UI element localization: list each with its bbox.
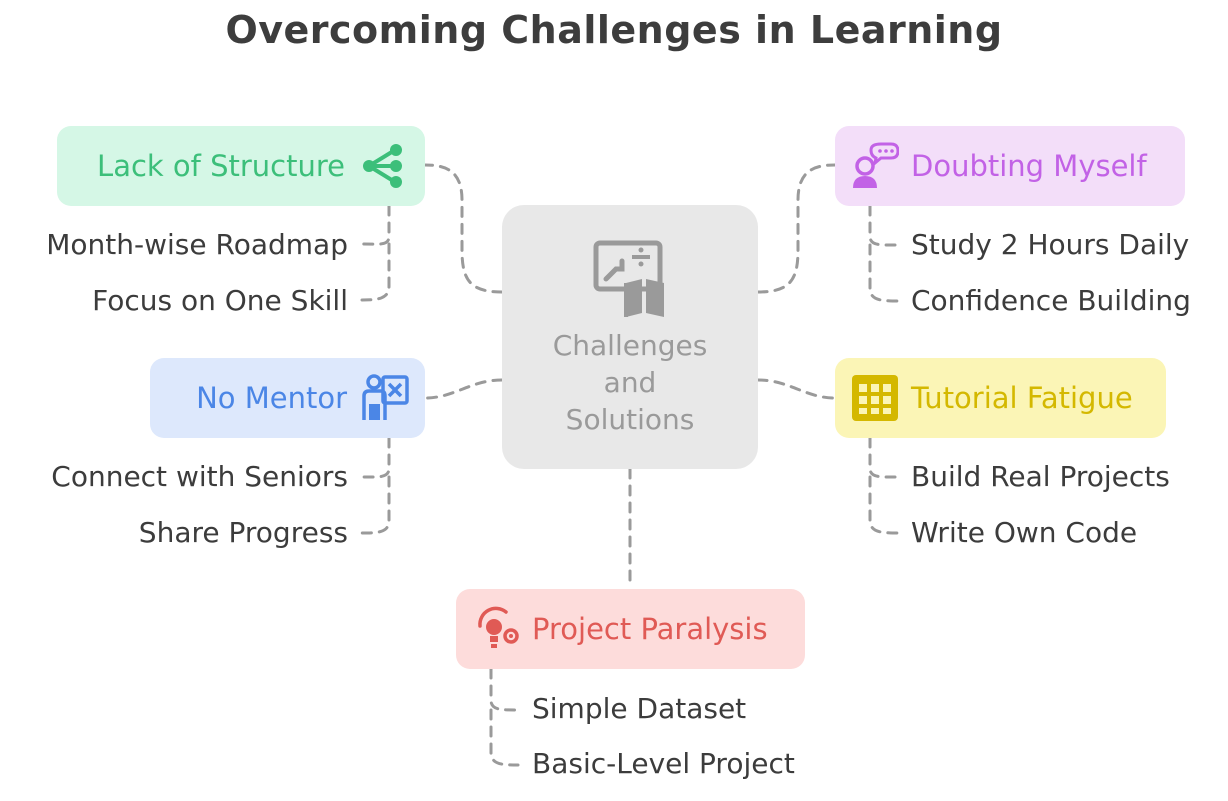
- leaf-study-2-hours-daily: Study 2 Hours Daily: [911, 228, 1190, 261]
- node-lack-of-structure-label: Lack of Structure: [97, 149, 345, 183]
- node-project-paralysis-label: Project Paralysis: [532, 612, 768, 646]
- center-label-line2: and: [603, 366, 657, 399]
- share-nodes-icon: [363, 144, 402, 188]
- node-project-paralysis: Project Paralysis: [456, 589, 805, 669]
- connector-study-2-hours: [868, 204, 900, 247]
- node-no-mentor: No Mentor: [150, 358, 425, 438]
- connector-confidence-building: [868, 243, 900, 303]
- center-label: Challenges and Solutions: [502, 327, 758, 438]
- leaf-basic-level-project: Basic-Level Project: [532, 747, 795, 780]
- node-doubting-myself: Doubting Myself: [835, 126, 1185, 206]
- connector-share-progress: [360, 475, 391, 535]
- connector-tutorial-fatigue: [756, 378, 837, 400]
- connector-connect-with-seniors: [360, 436, 391, 479]
- node-tutorial-fatigue: Tutorial Fatigue: [835, 358, 1166, 438]
- center-label-line1: Challenges: [552, 329, 708, 362]
- leaf-write-own-code: Write Own Code: [911, 516, 1138, 549]
- leaf-build-real-projects: Build Real Projects: [911, 460, 1170, 493]
- connector-focus-on-one-skill: [360, 242, 391, 302]
- leaf-month-wise-roadmap: Month-wise Roadmap: [46, 228, 348, 261]
- thinking-person-icon: [853, 142, 899, 188]
- connector-simple-dataset: [489, 667, 520, 712]
- teaching-board-icon: [593, 240, 664, 317]
- grid-table-icon: [852, 375, 898, 421]
- teacher-icon: [362, 374, 409, 420]
- diagram-title: Overcoming Challenges in Learning: [225, 8, 1003, 52]
- leaf-simple-dataset: Simple Dataset: [532, 692, 747, 725]
- connector-lack-of-structure: [423, 163, 504, 294]
- leaf-connect-with-seniors: Connect with Seniors: [51, 460, 348, 493]
- node-tutorial-fatigue-label: Tutorial Fatigue: [911, 381, 1133, 415]
- leaf-share-progress: Share Progress: [138, 516, 348, 549]
- connector-write-own-code: [868, 475, 900, 535]
- connector-basic-level-project: [489, 708, 520, 767]
- connector-no-mentor: [423, 378, 504, 400]
- leaf-confidence-building: Confidence Building: [911, 284, 1191, 317]
- connector-build-real-projects: [868, 436, 900, 479]
- connector-month-wise-roadmap: [360, 204, 391, 246]
- node-no-mentor-label: No Mentor: [196, 381, 347, 415]
- node-doubting-myself-label: Doubting Myself: [911, 149, 1147, 183]
- center-label-line3: Solutions: [565, 403, 695, 436]
- connector-doubting-myself: [756, 163, 837, 294]
- node-lack-of-structure: Lack of Structure: [57, 126, 425, 206]
- center-node: Challenges and Solutions: [502, 205, 758, 469]
- lightbulb-gear-icon: [478, 606, 519, 648]
- leaf-focus-on-one-skill: Focus on One Skill: [92, 284, 348, 317]
